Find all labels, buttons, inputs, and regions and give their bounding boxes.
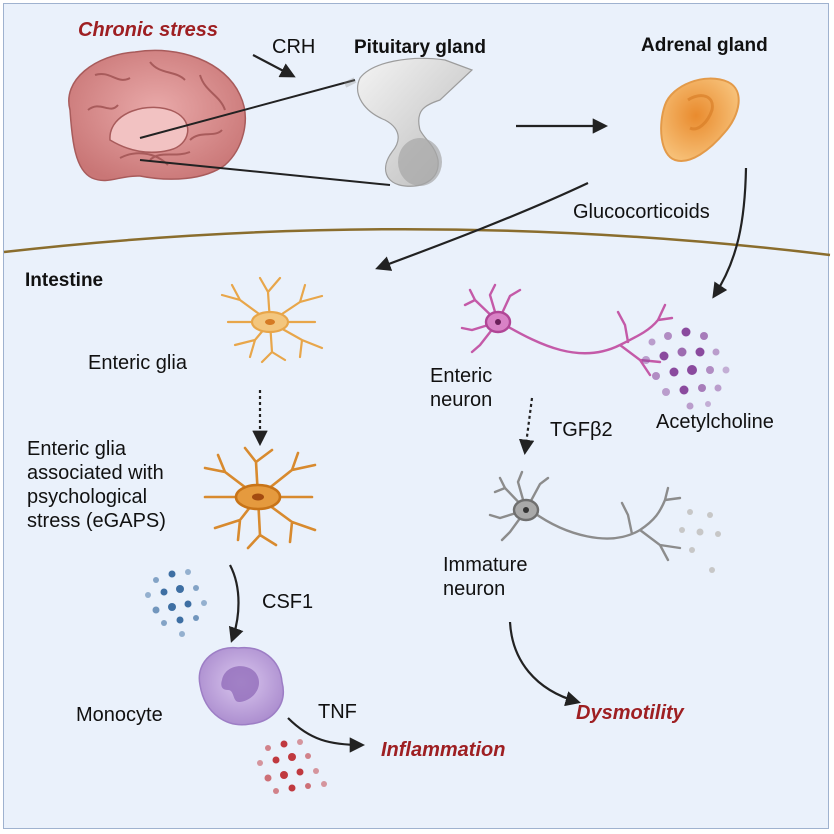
enteric-neuron-line: neuron	[430, 389, 493, 411]
crh-label: CRH	[272, 36, 316, 58]
intestine-label: Intestine	[25, 270, 104, 291]
immature-neuron-line: neuron	[443, 578, 506, 600]
immature-neuron-label: Immature neuron	[443, 553, 527, 601]
monocyte-label: Monocyte	[76, 704, 163, 726]
egaps-label: Enteric glia associated with psychologic…	[27, 437, 166, 533]
pituitary-gland-label: Pituitary gland	[354, 37, 486, 58]
egaps-glia-icon	[203, 446, 317, 550]
pituitary-icon	[357, 57, 474, 187]
adrenal-gland-label: Adrenal gland	[641, 35, 768, 56]
csf1-dots-icon	[145, 569, 207, 637]
enteric-neuron-label: Enteric neuron	[430, 364, 492, 412]
egaps-line: associated with	[27, 462, 164, 484]
tgfb2-label: TGFβ2	[550, 419, 613, 441]
acetylcholine-label: Acetylcholine	[656, 411, 774, 433]
enteric-neuron-icon	[460, 283, 674, 377]
acetylcholine-dots-icon	[642, 327, 730, 410]
immature-neuron-icon	[488, 470, 682, 562]
glucocorticoids-label: Glucocorticoids	[573, 201, 710, 223]
egaps-line: psychological	[27, 486, 148, 508]
egaps-line: Enteric glia	[27, 438, 126, 460]
chronic-stress-label: Chronic stress	[78, 19, 219, 41]
tnf-label: TNF	[318, 701, 357, 723]
gut-boundary-line	[3, 227, 831, 257]
enteric-glia-label: Enteric glia	[88, 352, 187, 374]
monocyte-icon	[198, 646, 284, 726]
enteric-glia-icon	[220, 276, 324, 364]
csf1-label: CSF1	[262, 591, 314, 613]
tnf-dots-icon	[257, 739, 327, 794]
enteric-neuron-line: Enteric	[430, 365, 493, 387]
egaps-line: stress (eGAPS)	[27, 510, 166, 532]
dysmotility-label: Dysmotility	[576, 702, 684, 724]
immature-neuron-line: Immature	[443, 554, 528, 576]
faint-dots	[679, 509, 721, 573]
inflammation-label: Inflammation	[381, 739, 506, 761]
adrenal-gland-icon	[660, 77, 740, 162]
